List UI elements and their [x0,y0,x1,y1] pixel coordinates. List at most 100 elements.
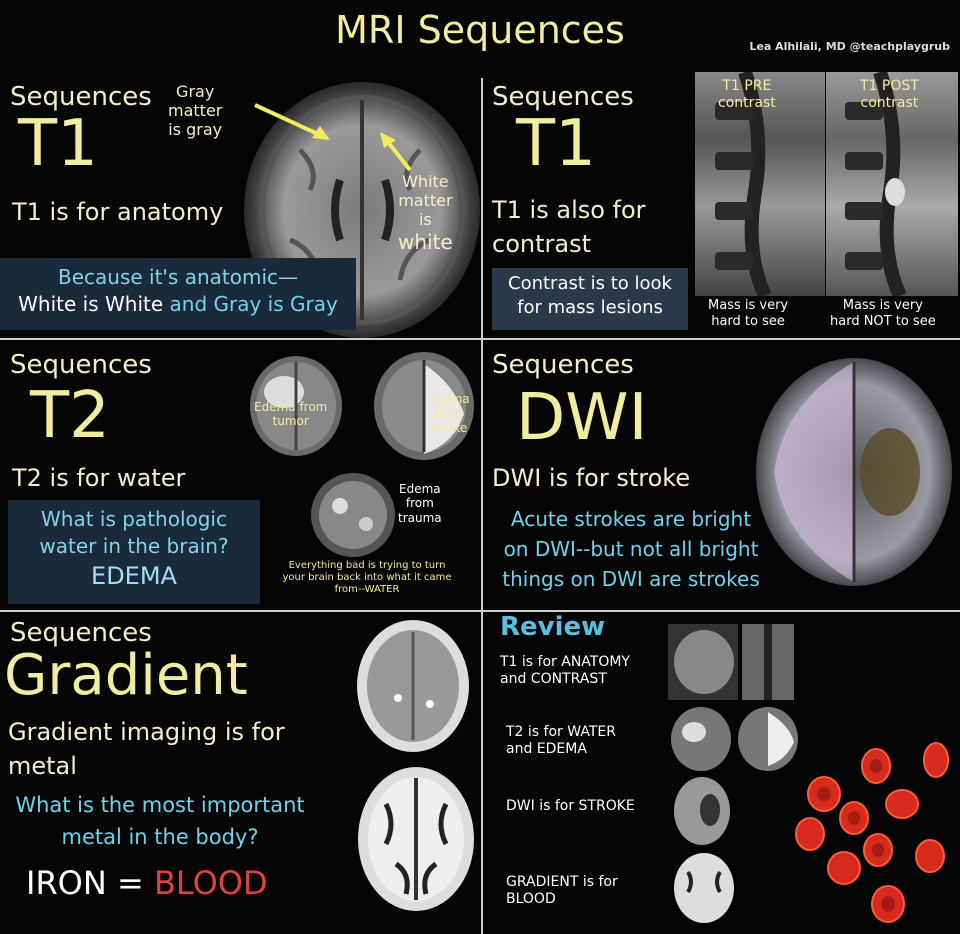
t1-anatomy-box: Because it's anatomic— White is White an… [0,258,356,330]
review-item-4: GRADIENT is for BLOOD [506,874,618,908]
review-item2-l2: and EDEMA [506,740,587,757]
gradient-headline-2: metal [8,752,77,780]
t2-big-label: T2 [30,379,110,453]
gradient-q2: metal in the body? [61,824,259,849]
caption-pre-l1: Mass is very [708,298,789,313]
post-label-l2: contrast [860,94,919,111]
t2-box: What is pathologic water in the brain? E… [8,500,260,604]
page-title: MRI Sequences [335,8,625,52]
trauma-l1: Edema [399,482,441,496]
review-thumb-dwi [674,777,730,845]
t2-caption: Everything bad is trying to turn your br… [254,560,480,596]
pre-label-l1: T1 PRE [722,78,772,94]
white-matter-label: White matter is white [398,172,453,254]
tumor-l2: tumor [272,414,309,429]
t1-big-label: T1 [18,107,98,181]
trauma-l3: trauma [398,510,442,525]
white-label-l1: White [402,172,449,191]
grid-divider-h1 [0,338,960,340]
gradient-answer: IRON = BLOOD [26,864,268,902]
post-label-l1: T1 POST [860,78,919,94]
gradient-headline-1: Gradient imaging is for [8,718,285,746]
label-trauma: Edema from trauma [398,482,442,525]
caption-post-l1: Mass is very [842,298,923,313]
t2-sequences-label: Sequences [10,350,152,380]
t2-brain-trauma [311,473,395,557]
review-thumb-t2 [671,707,798,771]
t1c-headline-2: contrast [492,230,591,258]
gradient-brain-bottom [358,767,474,911]
gradient-sequences-label: Sequences [10,618,152,648]
stroke-l3: stroke [430,420,468,435]
t1c-big-label: T1 [516,107,596,181]
blood-text: BLOOD [153,864,268,902]
t2-brain-stroke [374,352,474,460]
author-credit: Lea Alhilali, MD @teachplaygrub [749,40,950,53]
review-item1-l1: T1 is for ANATOMY [500,654,630,670]
gray-label-l3: is gray [168,120,223,140]
t1c-box-line2: for mass lesions [517,297,663,319]
dwi-line1: Acute strokes are bright [510,507,752,531]
stroke-l1: Edema [428,392,470,406]
gradient-question: What is the most important metal in the … [0,790,320,853]
t1c-sequences-label: Sequences [492,82,634,112]
grid-divider-vertical [481,78,483,934]
t2-caption-l2: your brain back into what it came [282,572,452,583]
t2-box-line2: water in the brain? [39,534,229,558]
caption-post-l2: hard NOT to see [830,313,936,329]
t2-headline: T2 is for water [12,464,186,492]
t1-post-label: T1 POST contrast [860,78,919,112]
trauma-l2: from [405,496,434,511]
t1-arrows [254,103,412,172]
red-blood-cells-image [795,742,949,923]
review-item-2: T2 is for WATER and EDEMA [506,724,616,758]
t2-box-line1: What is pathologic [41,507,227,531]
t2-caption-l3: from--WATER [334,584,400,595]
t1-sequences-label: Sequences [10,82,152,112]
label-tumor: Edema from tumor [254,400,327,429]
t1-headline: T1 is for anatomy [12,198,224,226]
t1-box-line2: White is White and Gray is Gray [0,291,356,318]
grid-divider-h2 [0,610,960,612]
review-item4-l1: GRADIENT is for [506,874,618,890]
pre-label-l2: contrast [718,94,776,111]
gradient-q1: What is the most important [15,793,305,817]
stroke-l2: from [434,406,463,421]
caption-pre: Mass is very hard to see [708,298,788,329]
white-label-l4: white [398,229,453,254]
t2-box-line3: EDEMA [91,562,177,590]
dwi-brain-image [756,358,952,586]
t2-brain-tumor [250,356,342,456]
gray-label-l1: Gray [176,82,215,101]
caption-pre-l2: hard to see [711,313,785,329]
white-label-l2: matter [398,191,453,211]
dwi-headline: DWI is for stroke [492,464,691,492]
caption-post: Mass is very hard NOT to see [830,298,936,329]
t1-pre-label: T1 PRE contrast [718,78,776,112]
dwi-big-label: DWI [516,381,648,455]
review-thumb-gradient [674,853,734,923]
review-item3-l1: DWI is for STROKE [506,798,635,814]
dwi-text: Acute strokes are bright on DWI--but not… [486,504,776,594]
review-item1-l2: and CONTRAST [500,670,607,687]
t1-box-gray: and Gray is Gray [163,292,338,316]
review-item2-l1: T2 is for WATER [506,724,616,740]
gray-matter-label: Gray matter is gray [168,82,222,140]
t1c-box-line1: Contrast is to look [508,273,672,294]
review-item4-l2: BLOOD [506,890,556,907]
dwi-line3: things on DWI are strokes [502,567,760,591]
review-thumb-t1 [668,624,794,700]
t1-box-line1: Because it's anatomic— [57,265,298,289]
iron-text: IRON = [26,864,154,902]
t1c-headline-1: T1 is also for [492,196,646,224]
dwi-line2: on DWI--but not all bright [503,537,759,561]
label-stroke: Edema from stroke [428,392,470,435]
tumor-l1: Edema from [254,400,328,414]
gray-label-l2: matter [168,101,223,121]
review-title: Review [500,612,606,642]
review-item-1: T1 is for ANATOMY and CONTRAST [500,654,630,688]
spine-overlay [715,72,907,296]
gradient-brain-top [357,620,469,752]
gradient-big-label: Gradient [4,643,248,708]
t2-caption-l1: Everything bad is trying to turn [288,560,446,571]
